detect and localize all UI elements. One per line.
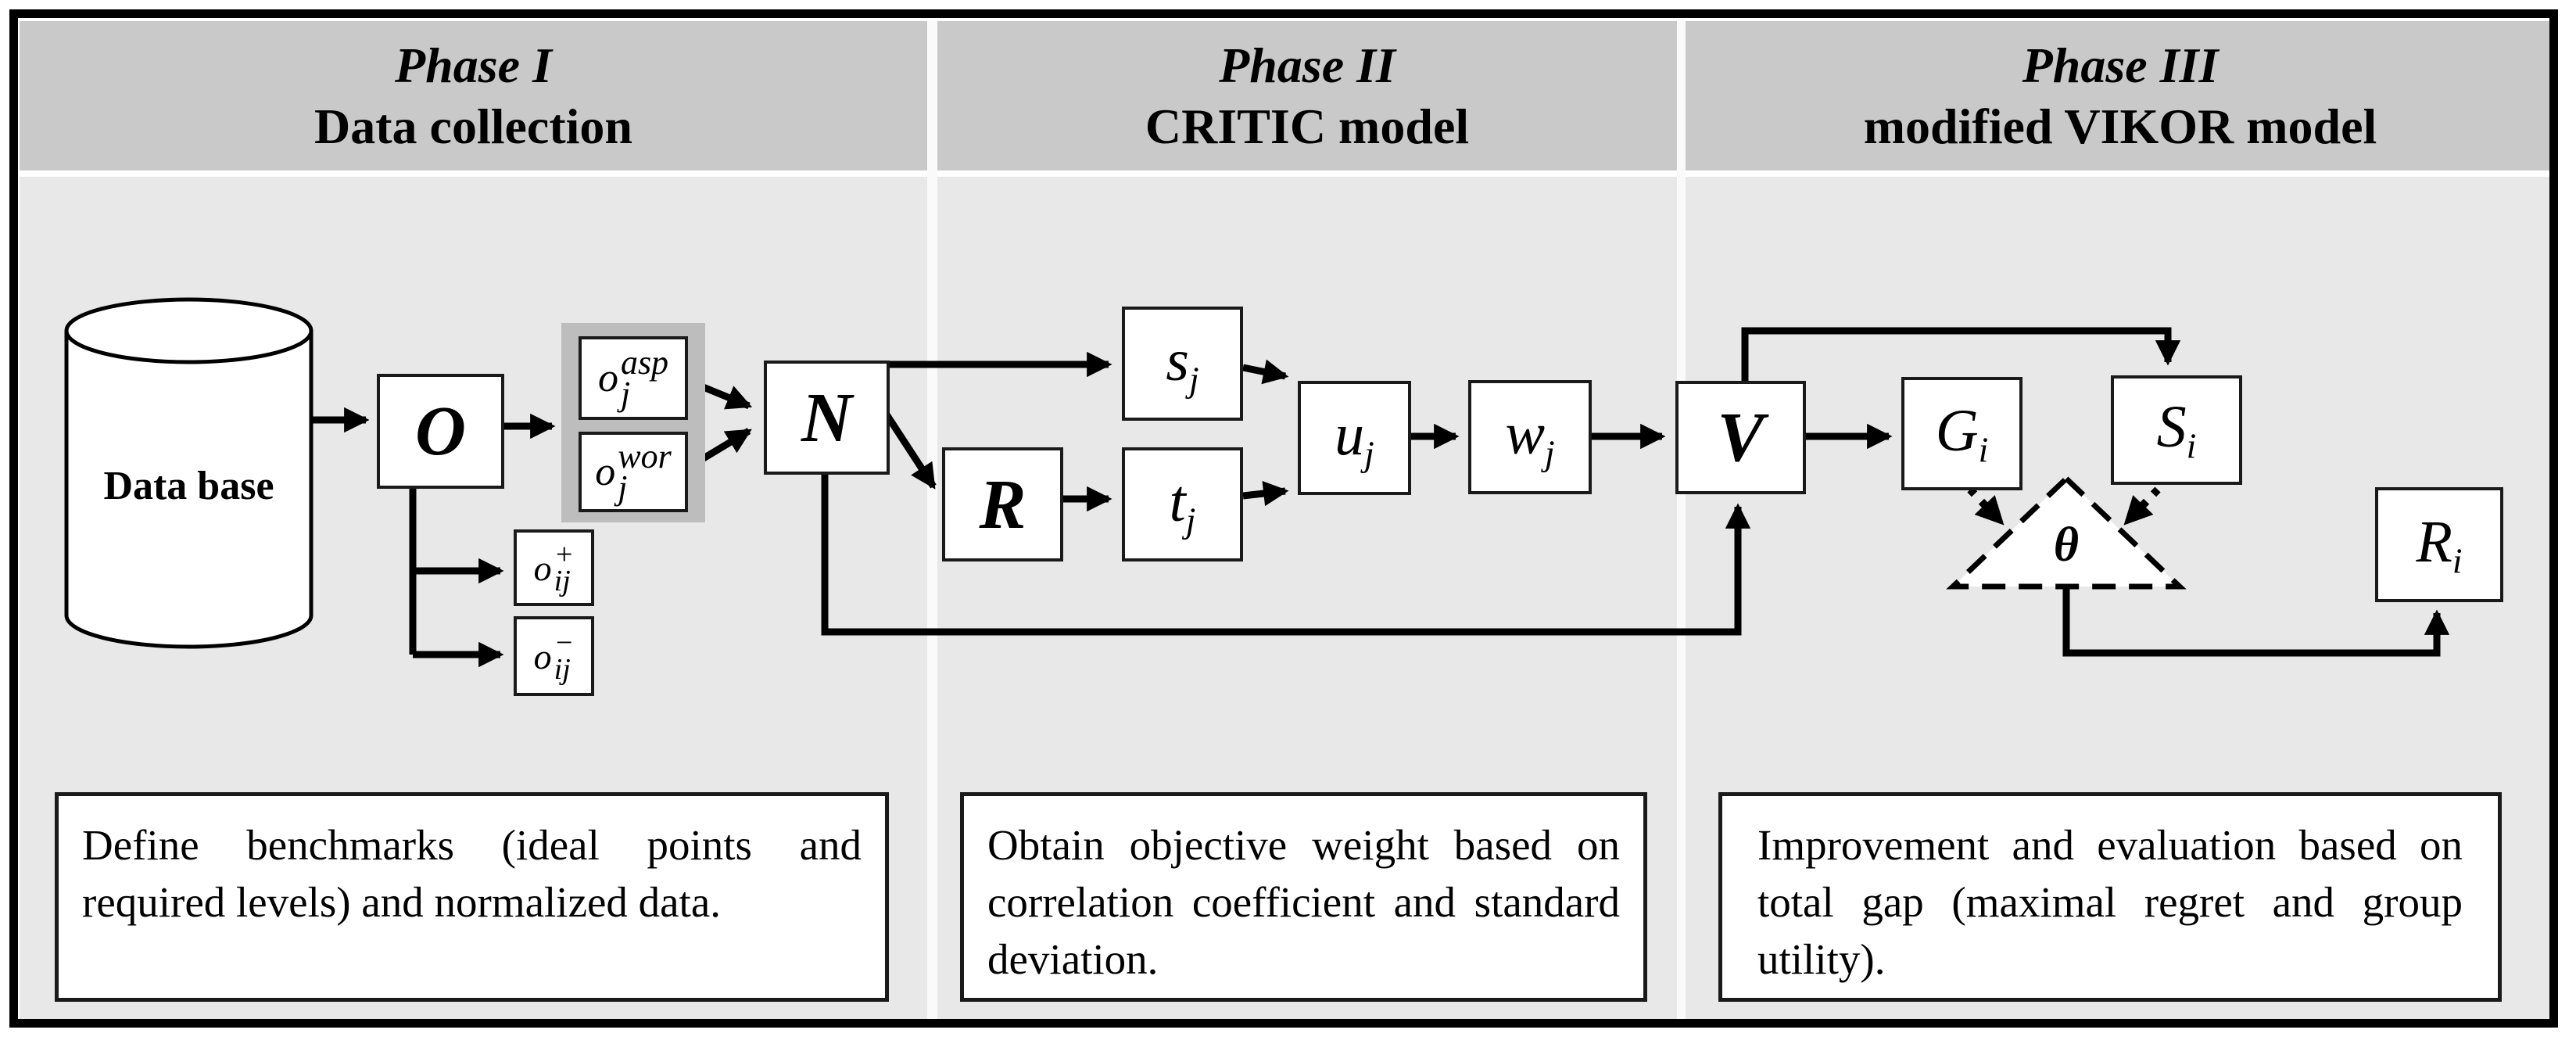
node-tj: tj	[1122, 447, 1243, 561]
ideal-base: o	[533, 547, 552, 588]
ri-base: R	[2416, 508, 2452, 575]
phase2-title: Phase II	[1219, 38, 1395, 93]
uj-base: u	[1335, 402, 1365, 468]
node-v-label: V	[1717, 399, 1765, 476]
node-o-label: O	[415, 393, 466, 470]
phase3-header: Phase III modified VIKOR model	[1686, 35, 2555, 157]
node-n-label: N	[801, 378, 852, 457]
outer-frame	[9, 9, 2558, 1028]
tj-sub: j	[1185, 500, 1196, 540]
asp-sub: j	[620, 374, 631, 413]
arrow-tj-to-uj	[1242, 480, 1289, 507]
node-gi: Gi	[1901, 377, 2022, 490]
wj-base: w	[1505, 401, 1546, 468]
phase1-caption: Define benchmarks (ideal points and requ…	[55, 792, 889, 1002]
anti-sup: −	[554, 626, 575, 659]
dotted-arrow-gi-to-theta	[1967, 486, 2005, 526]
phase2-caption-text: Obtain objective weight based on correla…	[987, 821, 1620, 984]
node-uj: uj	[1298, 381, 1411, 495]
phase-header-band	[20, 21, 2555, 170]
asp-base: o	[597, 356, 618, 400]
si-sub: i	[2186, 425, 2197, 466]
arrow-v-top-to-si	[1741, 327, 2181, 382]
theta-triangle	[1946, 475, 2187, 590]
tj-base: t	[1169, 468, 1186, 535]
phase1-header: Phase I Data collection	[20, 35, 927, 157]
wj-sub: j	[1545, 432, 1555, 473]
node-v-matrix: V	[1675, 381, 1806, 494]
phase1-subtitle: Data collection	[314, 99, 632, 155]
phase3-subtitle: modified VIKOR model	[1863, 99, 2377, 155]
node-sj: sj	[1122, 307, 1243, 421]
wor-sup: wor	[618, 436, 672, 475]
phase-divider-2	[1677, 21, 1686, 1023]
phase3-caption: Improvement and evaluation based on tota…	[1718, 792, 2502, 1002]
node-o-matrix: O	[377, 374, 504, 489]
phase3-caption-text: Improvement and evaluation based on tota…	[1757, 821, 2463, 984]
sj-sub: j	[1188, 359, 1199, 400]
anti-base: o	[533, 636, 552, 676]
database-cylinder-top	[64, 297, 313, 364]
node-n-matrix: N	[764, 361, 890, 475]
arrow-theta-to-ri	[2062, 583, 2450, 657]
sj-base: s	[1166, 328, 1189, 394]
si-base: S	[2156, 394, 2187, 461]
node-wj: wj	[1468, 380, 1592, 494]
arrow-n-feedback-to-v	[821, 473, 1751, 636]
phase2-subtitle: CRITIC model	[1145, 99, 1470, 155]
arrow-n-to-r	[883, 412, 937, 490]
ideal-sub: ij	[554, 565, 571, 597]
ideal-sup: +	[554, 537, 575, 571]
node-r-label: R	[979, 465, 1026, 544]
node-ideal-point: o +ij	[514, 529, 594, 606]
gi-sub: i	[1978, 429, 1989, 470]
anti-sub: ij	[554, 653, 571, 686]
phase1-caption-text: Define benchmarks (ideal points and requ…	[82, 821, 862, 927]
node-si: Si	[2111, 375, 2242, 485]
arrow-sj-to-uj	[1242, 359, 1289, 385]
phase2-caption: Obtain objective weight based on correla…	[960, 792, 1647, 1002]
asp-sup: asp	[620, 343, 669, 382]
wor-sub: j	[618, 468, 628, 507]
wor-base: o	[595, 450, 616, 494]
dotted-arrow-si-to-theta	[2123, 486, 2161, 526]
phase-divider-1	[927, 21, 937, 1023]
phase1-title: Phase I	[395, 38, 552, 93]
uj-sub: j	[1364, 433, 1374, 474]
node-ri: Ri	[2375, 487, 2503, 602]
phase3-title: Phase III	[2022, 38, 2219, 93]
ri-sub: i	[2452, 540, 2463, 581]
node-r-matrix: R	[942, 447, 1063, 561]
database-cylinder-body	[64, 331, 313, 649]
node-anti-ideal-point: o −ij	[514, 616, 594, 696]
database-label: Data base	[103, 464, 274, 508]
phase2-header: Phase II CRITIC model	[937, 35, 1677, 157]
gi-base: G	[1935, 397, 1979, 464]
theta-label: θ	[2053, 518, 2080, 572]
